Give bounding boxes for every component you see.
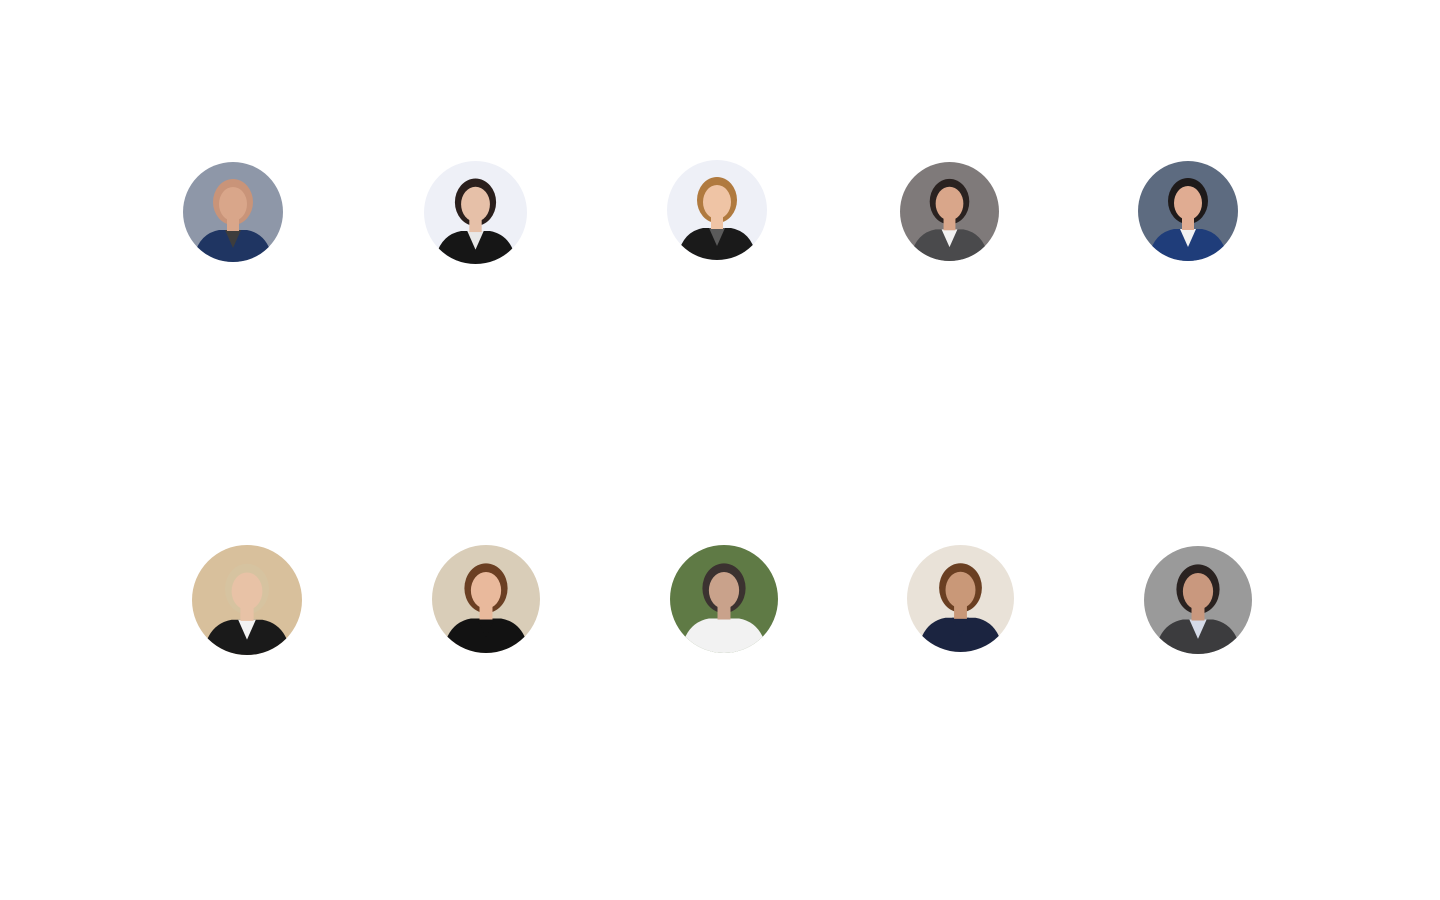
speaker-photo-3-icon: [667, 160, 767, 260]
speaker-avatar[interactable]: [670, 545, 778, 653]
speaker-avatar[interactable]: [432, 545, 540, 653]
speaker-photo-6-icon: [192, 545, 302, 655]
speaker-avatar[interactable]: [1144, 546, 1252, 654]
speaker-avatar[interactable]: [667, 160, 767, 260]
speaker-photo-9-icon: [907, 545, 1014, 652]
speaker-photo-5-icon: [1138, 161, 1238, 261]
speaker-photo-4-icon: [900, 162, 999, 261]
speaker-avatar[interactable]: [192, 545, 302, 655]
speaker-photo-2-icon: [424, 161, 527, 264]
speaker-photo-7-icon: [432, 545, 540, 653]
speaker-avatar[interactable]: [900, 162, 999, 261]
speaker-avatar[interactable]: [183, 162, 283, 262]
speaker-photo-10-icon: [1144, 546, 1252, 654]
speaker-photo-8-icon: [670, 545, 778, 653]
speaker-avatar[interactable]: [424, 161, 527, 264]
speaker-photo-1-icon: [183, 162, 283, 262]
speaker-avatar[interactable]: [1138, 161, 1238, 261]
speaker-avatar[interactable]: [907, 545, 1014, 652]
